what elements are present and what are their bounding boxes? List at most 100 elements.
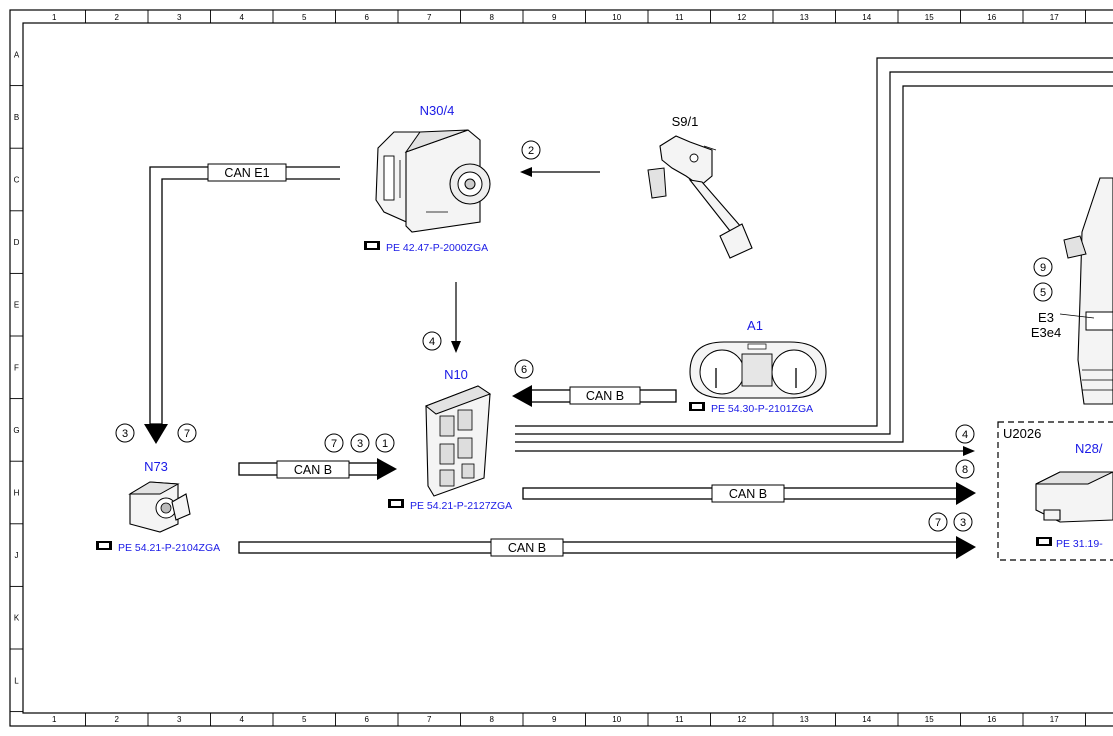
marker-e3-9-text: 9	[1040, 262, 1046, 274]
can-b-n73-bus: CAN B	[238, 458, 397, 480]
column-number: 3	[177, 13, 182, 22]
column-number: 2	[115, 715, 120, 724]
can-b-label-2: CAN B	[294, 463, 332, 477]
column-number: 15	[925, 13, 934, 22]
marker-n73-7: 7	[177, 423, 197, 443]
marker-n10-3-text: 3	[357, 438, 363, 450]
e3-label: E3	[1038, 310, 1054, 325]
marker-right-8-text: 8	[962, 464, 968, 476]
marker-n73-7-text: 7	[184, 428, 190, 440]
can-b-n10-u2026-bus: CAN B	[522, 482, 976, 505]
n10-sam-unit: N10 PE 54.21-P-2127ZGA	[388, 367, 512, 512]
marker-n10-1-text: 1	[382, 438, 388, 450]
marker-n10-7: 7	[324, 433, 344, 453]
marker-right-4-text: 4	[962, 429, 968, 441]
marker-right-4: 4	[955, 424, 975, 444]
e3-vehicle-front: E3 E3e4	[1031, 177, 1113, 405]
marker-2: 2	[521, 140, 541, 160]
column-number: 15	[925, 715, 934, 724]
manual-ref-icon	[364, 241, 380, 250]
row-letter: A	[14, 50, 20, 59]
column-number: 6	[365, 715, 370, 724]
u2026-ref-link[interactable]: PE 31.19-	[1056, 538, 1103, 550]
a1-instrument-cluster: A1 PE 54.30-P-2101ZGA	[689, 318, 827, 415]
n30-to-n10-arrow	[451, 282, 461, 353]
n73-ignition-switch: N73 PE 54.21-P-2104ZGA	[96, 459, 220, 554]
marker-n73-3-text: 3	[122, 428, 128, 440]
manual-ref-icon	[388, 499, 404, 508]
column-number: 8	[490, 715, 495, 724]
can-b-label-3: CAN B	[729, 487, 767, 501]
column-number: 12	[737, 715, 746, 724]
u2026-label: U2026	[1003, 426, 1041, 441]
row-letter: D	[14, 238, 20, 247]
column-number: 4	[240, 715, 245, 724]
column-number: 7	[427, 13, 432, 22]
marker-6: 6	[514, 359, 534, 379]
row-letter: F	[14, 363, 19, 372]
column-number: 6	[365, 13, 370, 22]
column-number: 10	[612, 13, 621, 22]
column-number: 16	[987, 715, 996, 724]
marker-e3-5: 5	[1033, 282, 1053, 302]
n10-output-lines	[515, 57, 1113, 456]
column-number: 12	[737, 13, 746, 22]
marker-6-text: 6	[521, 364, 527, 376]
column-number: 16	[987, 13, 996, 22]
u2026-n28-unit: U2026 N28/ PE 31.19-	[1003, 426, 1113, 550]
column-number: 14	[862, 715, 871, 724]
u2026-group-box	[997, 421, 1113, 561]
marker-4: 4	[422, 331, 442, 351]
n30-4-esp-unit: N30/4 PE 42.47-P-2000ZGA	[364, 103, 491, 254]
can-e1-bus: CAN E1	[144, 163, 340, 444]
column-number: 5	[302, 13, 307, 22]
marker-right-8: 8	[955, 459, 975, 479]
column-number: 13	[800, 13, 809, 22]
column-number: 9	[552, 13, 557, 22]
n30-4-ref-link[interactable]: PE 42.47-P-2000ZGA	[386, 242, 488, 254]
n30-4-label: N30/4	[420, 103, 455, 118]
s9-1-brake-pedal: S9/1	[647, 114, 753, 259]
manual-ref-icon	[1036, 537, 1052, 546]
can-e1-label: CAN E1	[224, 166, 269, 180]
marker-n73-3: 3	[115, 423, 135, 443]
n73-ref-link[interactable]: PE 54.21-P-2104ZGA	[118, 542, 220, 554]
marker-n10-3: 3	[350, 433, 370, 453]
column-number: 2	[115, 13, 120, 22]
a1-label: A1	[747, 318, 763, 333]
a1-ref-link[interactable]: PE 54.30-P-2101ZGA	[711, 403, 813, 415]
row-letter: L	[14, 676, 19, 685]
column-number: 8	[490, 13, 495, 22]
column-number: 11	[675, 13, 684, 22]
marker-n10-7-text: 7	[331, 438, 337, 450]
n28-label: N28/	[1075, 441, 1103, 456]
column-number: 13	[800, 715, 809, 724]
marker-e3-9: 9	[1033, 257, 1053, 277]
column-number: 4	[240, 13, 245, 22]
column-number: 1	[52, 13, 57, 22]
column-number: 17	[1050, 715, 1059, 724]
marker-n10-1: 1	[375, 433, 395, 453]
n73-label: N73	[144, 459, 168, 474]
can-b-a1-bus: CAN B	[512, 385, 677, 407]
column-number: 14	[862, 13, 871, 22]
row-letter: H	[14, 489, 20, 498]
marker-right-3: 3	[953, 512, 973, 532]
row-letter: E	[14, 301, 19, 310]
can-b-label-4: CAN B	[508, 541, 546, 555]
can-b-n73-u2026-bus: CAN B	[238, 536, 976, 559]
column-number: 10	[612, 715, 621, 724]
marker-right-7: 7	[928, 512, 948, 532]
manual-ref-icon	[689, 402, 705, 411]
manual-ref-icon	[96, 541, 112, 550]
marker-2-text: 2	[528, 145, 534, 157]
column-number: 17	[1050, 13, 1059, 22]
can-b-label-1: CAN B	[586, 389, 624, 403]
row-letter: K	[14, 614, 20, 623]
reference-markers: 2 4 6 3 7 7 3 1 9 5 4 8 7 3	[115, 140, 1053, 532]
column-number: 9	[552, 715, 557, 724]
n10-ref-link[interactable]: PE 54.21-P-2127ZGA	[410, 500, 512, 512]
